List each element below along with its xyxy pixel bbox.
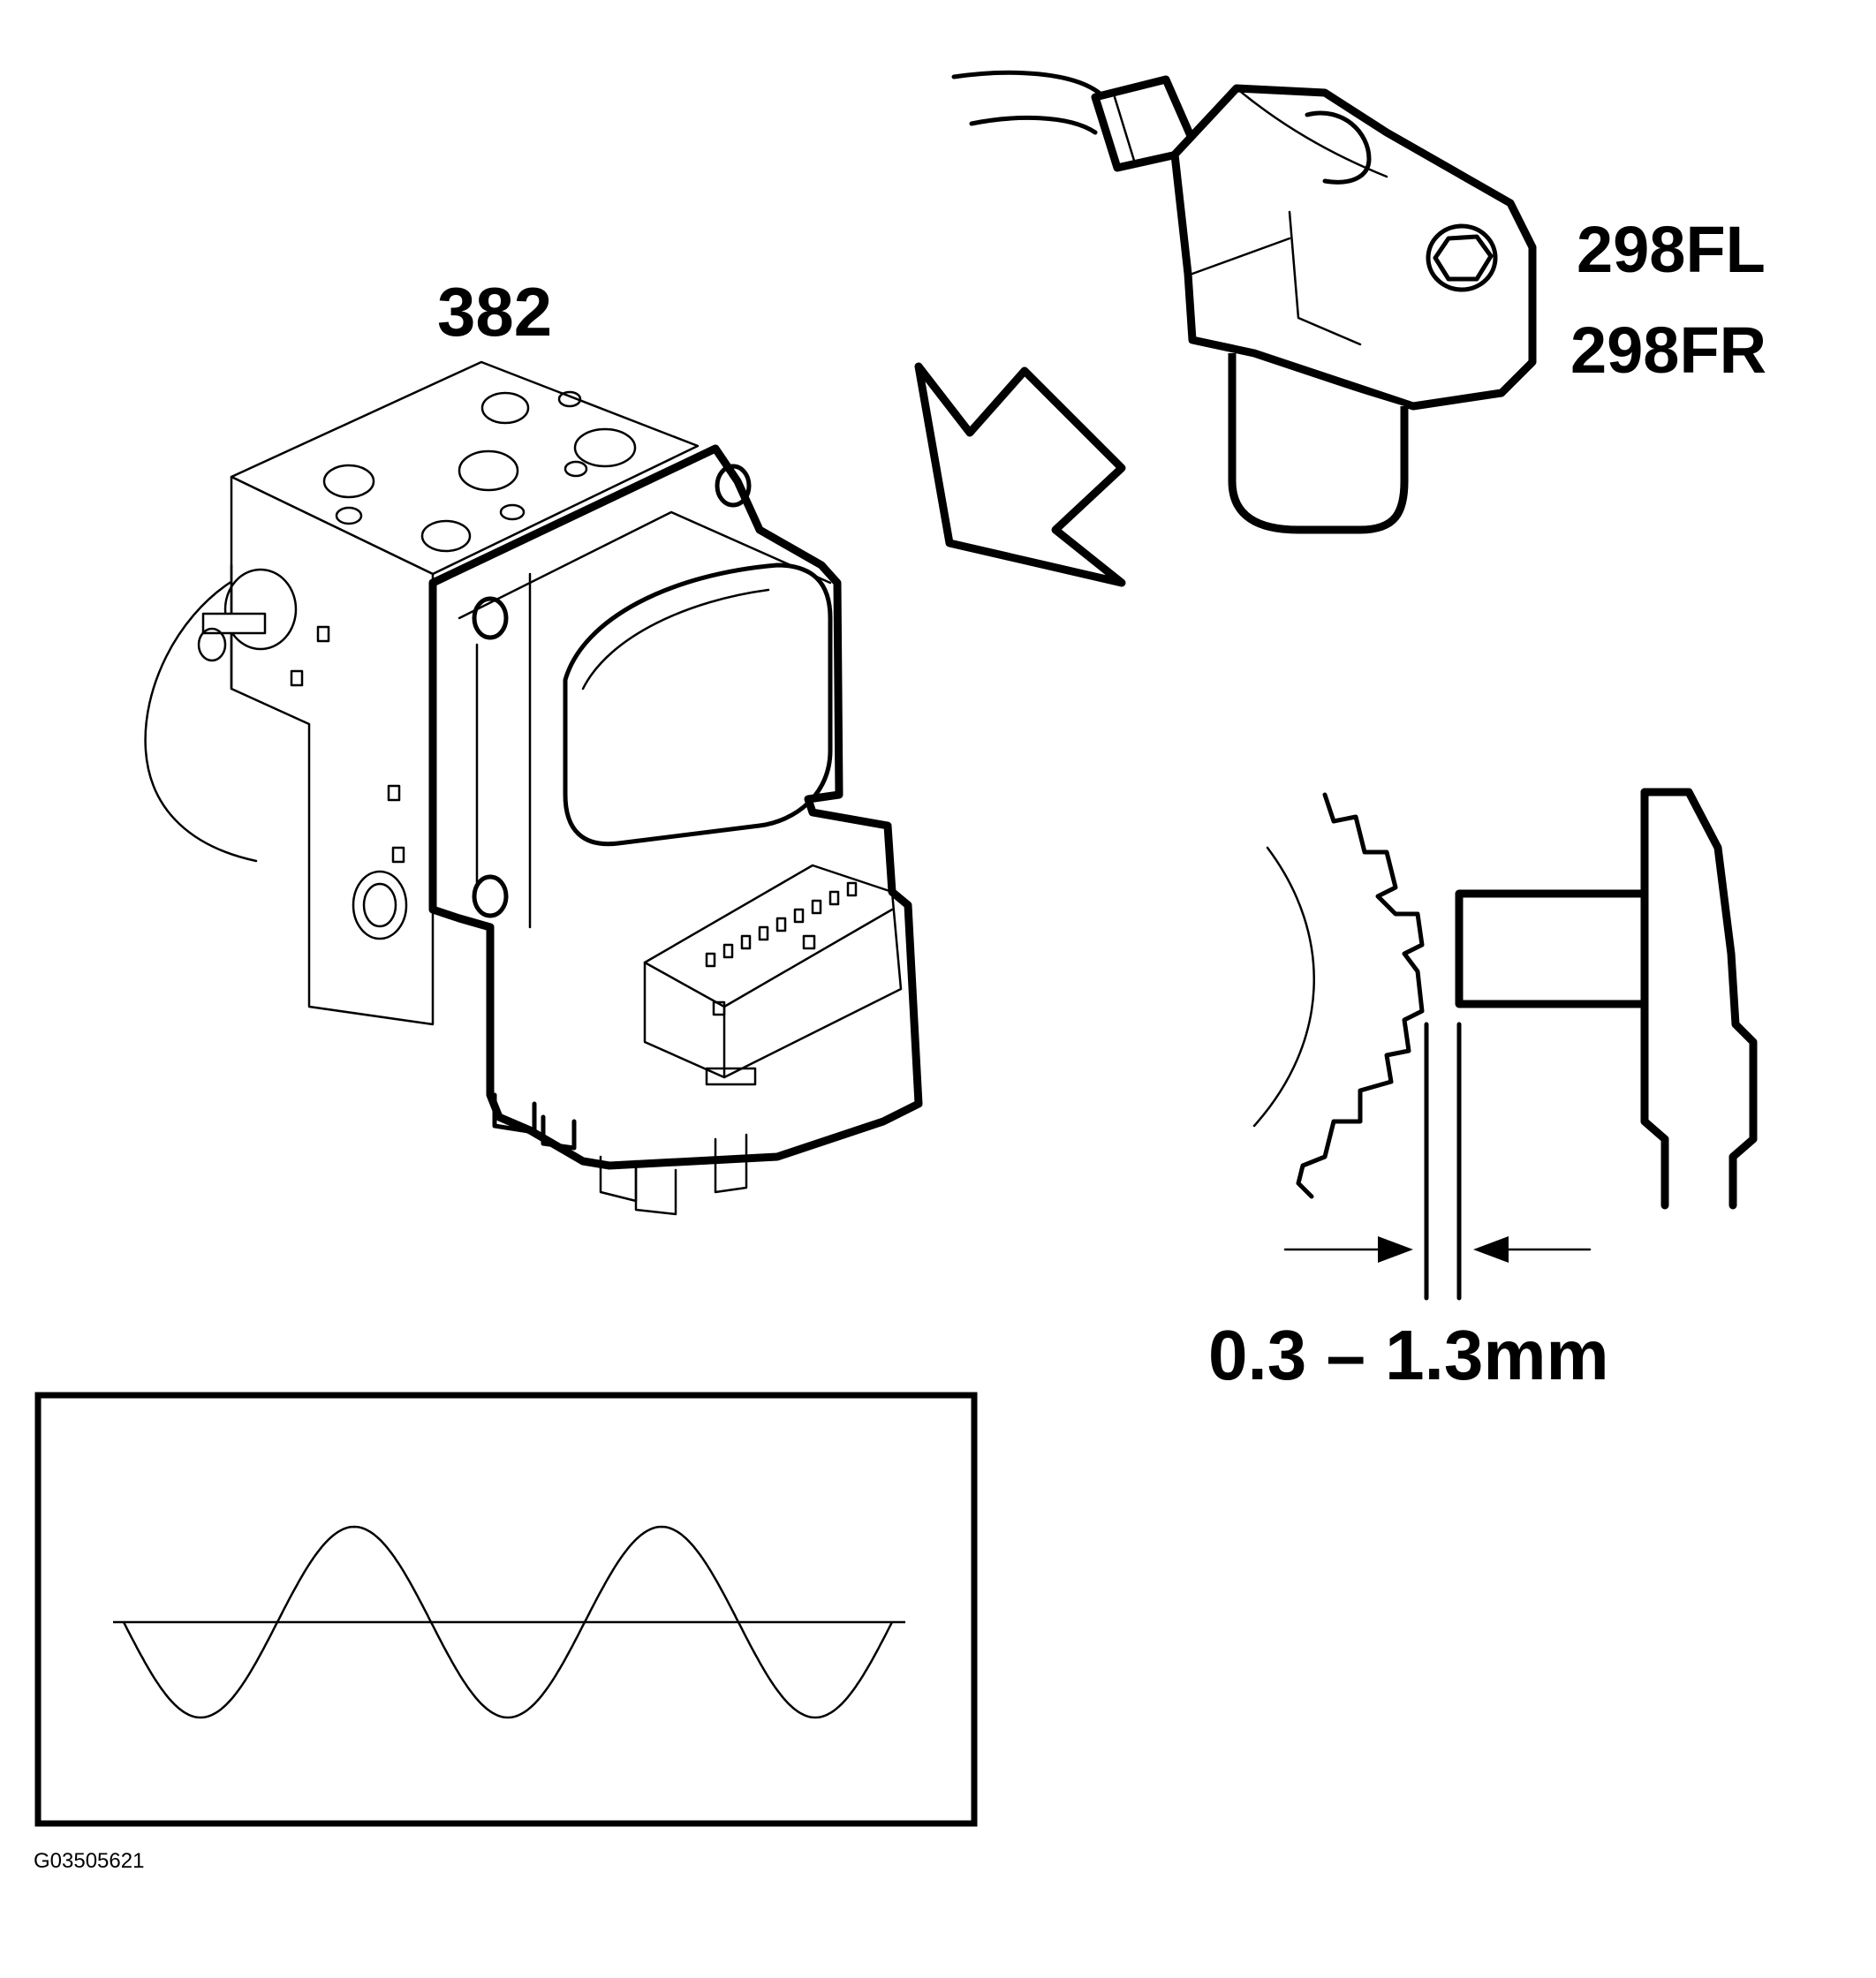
air-gap-label: 0.3 – 1.3mm: [1208, 1316, 1609, 1394]
abs-module-illustration: [144, 360, 923, 1216]
wheel-speed-sensor-illustration: [951, 70, 1537, 534]
sine-waveform: [122, 1525, 894, 1719]
sensor-label-fl: 298FL: [1577, 213, 1766, 286]
connector-pins: [705, 881, 858, 968]
air-gap-detail: [1252, 788, 1758, 1301]
direction-arrow: [914, 362, 1126, 587]
reluctor-ring-teeth: [1296, 792, 1425, 1199]
waveform-frame: [34, 1392, 978, 1827]
sensor-label-fr: 298FR: [1570, 313, 1766, 387]
module-label: 382: [437, 273, 552, 351]
figure-id: G03505621: [34, 1849, 144, 1873]
